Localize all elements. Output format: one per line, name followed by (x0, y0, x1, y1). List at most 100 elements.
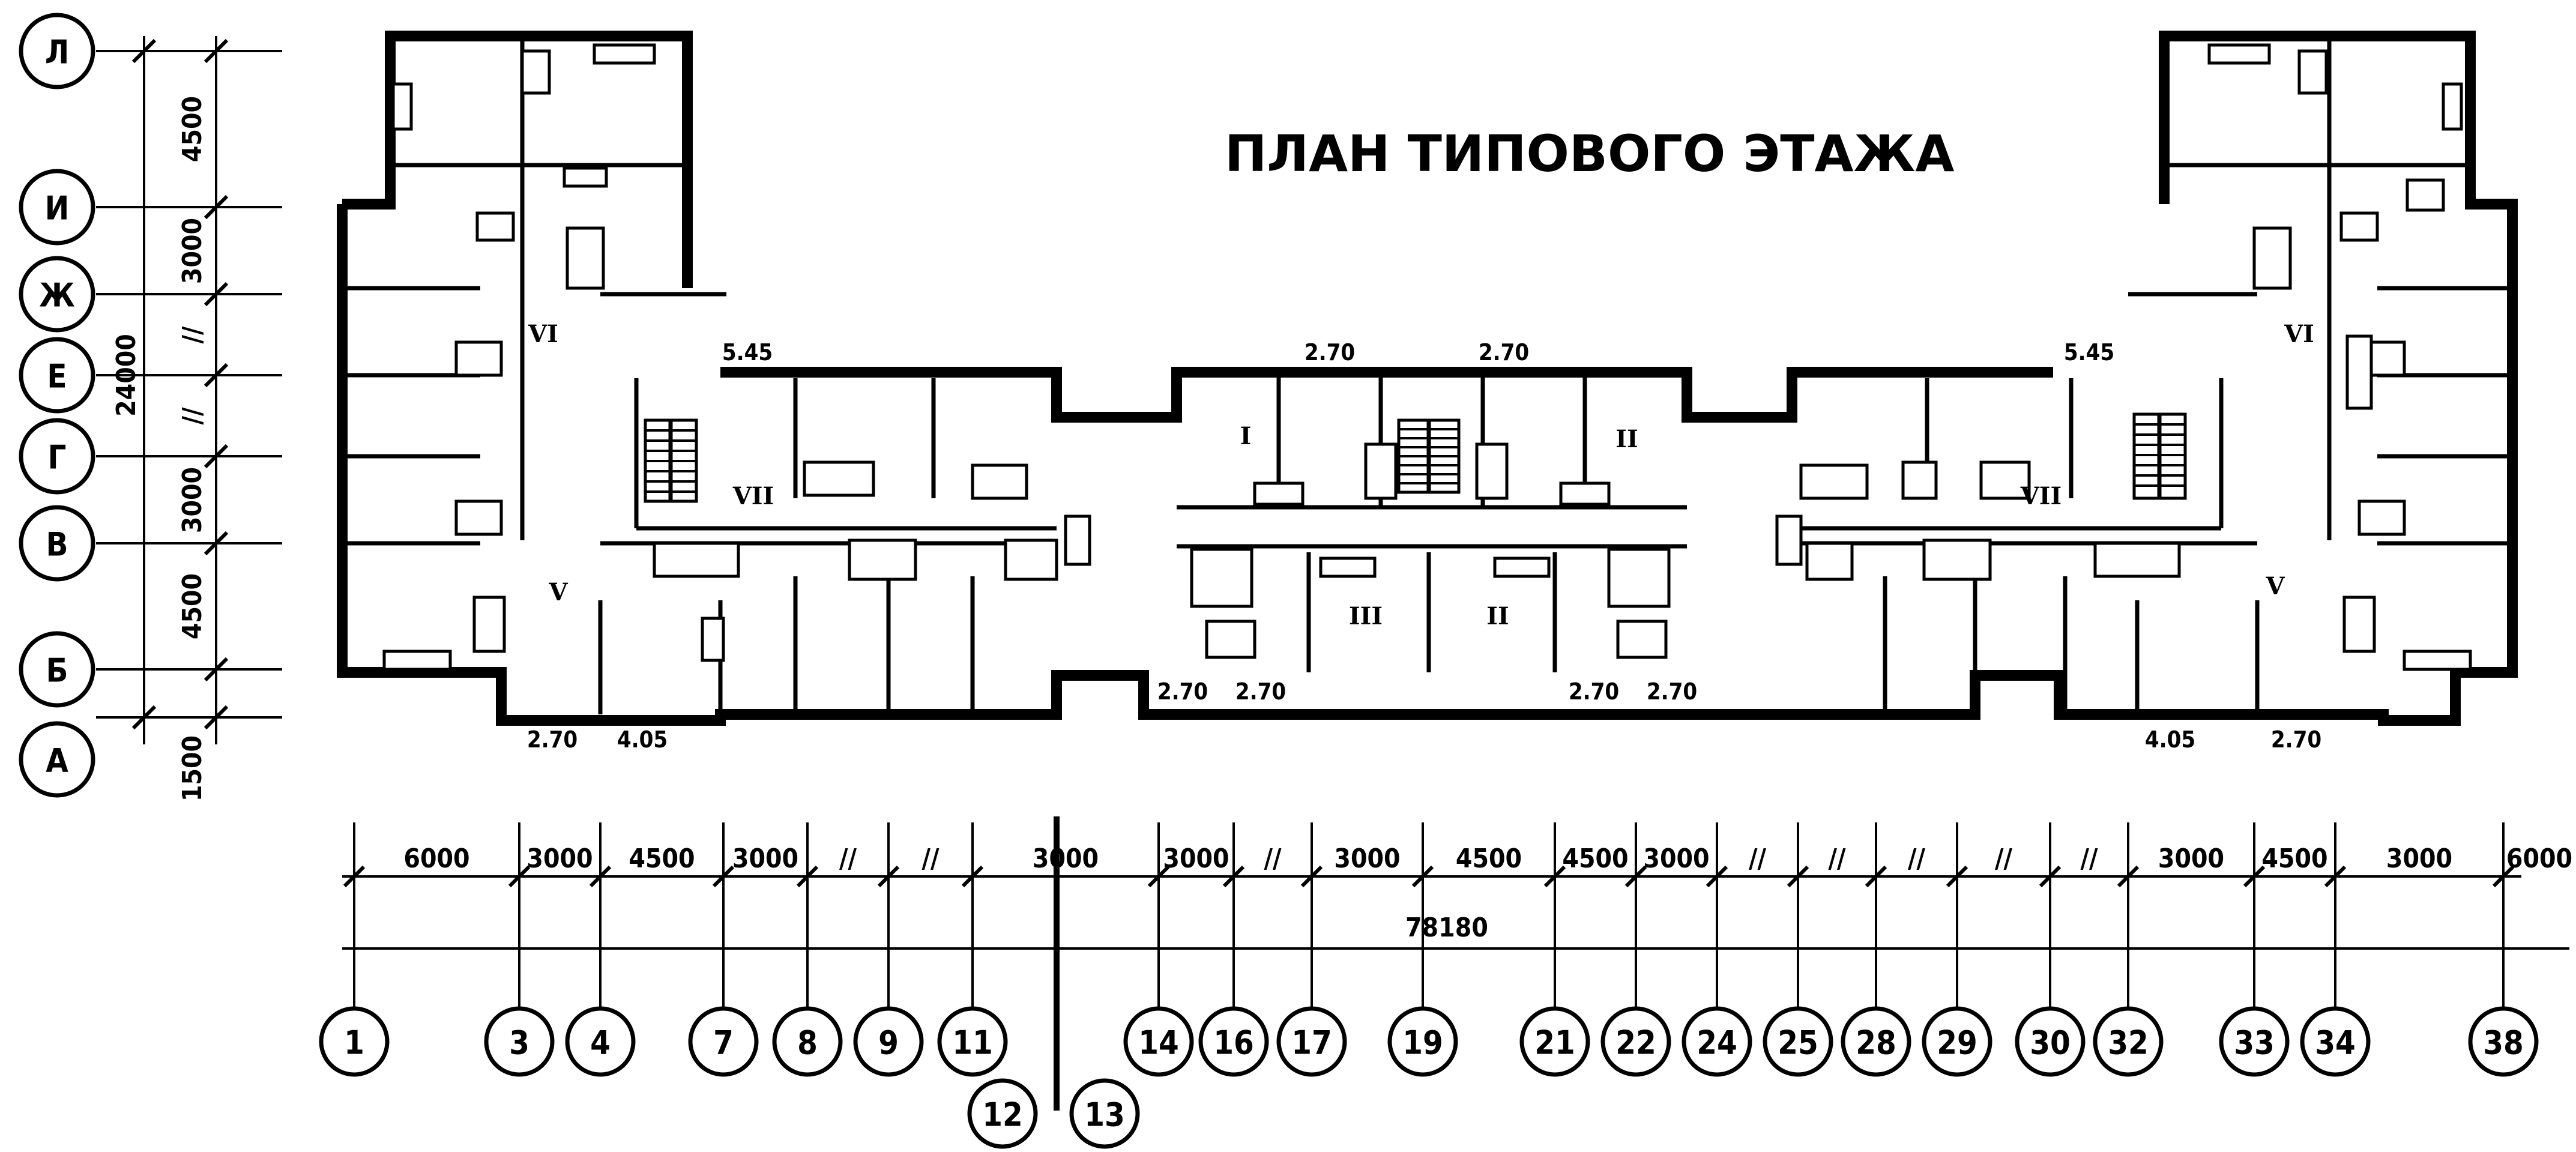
svg-text:2.70: 2.70 (1569, 678, 1619, 705)
svg-text:I: I (1240, 422, 1252, 450)
column-axis-bubble: 30 (2015, 1006, 2086, 1077)
svg-text://: // (177, 326, 208, 343)
svg-text:2.70: 2.70 (2271, 726, 2321, 753)
svg-text:22: 22 (1615, 1024, 1656, 1062)
horizontal-dimension-label: 4500 (1562, 843, 1628, 874)
svg-text:VI: VI (528, 320, 558, 348)
svg-text:Ж: Ж (39, 277, 74, 315)
column-axis-bubble: 25 (1763, 1006, 1833, 1077)
horizontal-dimension-label: 4500 (2261, 843, 2327, 874)
exterior-walls (337, 31, 2518, 726)
svg-text:2.70: 2.70 (1479, 339, 1529, 366)
svg-text:33: 33 (2234, 1024, 2275, 1062)
column-axis-bubble: 7 (688, 1006, 759, 1077)
row-axis-bubble: А (19, 721, 95, 798)
svg-text:12: 12 (982, 1096, 1023, 1134)
svg-text:32: 32 (2108, 1024, 2149, 1062)
svg-text:1500: 1500 (177, 735, 208, 801)
row-axis-bubble: Л (19, 13, 95, 89)
column-axis-bubble: 32 (2093, 1006, 2164, 1077)
dimension-tick (508, 865, 531, 888)
section-marks: VI VII V I II III II VI VII V (528, 320, 2314, 630)
svg-text:16: 16 (1213, 1024, 1254, 1062)
drawing-title: ПЛАН ТИПОВОГО ЭТАЖА (1225, 124, 1954, 183)
svg-text:2.70: 2.70 (1647, 678, 1697, 705)
svg-text:5.45: 5.45 (2064, 339, 2114, 366)
room-dimension-tags: 5.45 2.70 2.70 5.45 2.70 4.05 2.70 2.70 … (527, 339, 2321, 753)
horizontal-dimension-label: 3000 (2158, 843, 2224, 874)
svg-text:И: И (45, 190, 70, 228)
svg-text:5.45: 5.45 (722, 339, 773, 366)
dimension-tick (1543, 865, 1566, 888)
column-axis-bubble: 16 (1198, 1006, 1269, 1077)
row-axis-bubble: Г (19, 418, 95, 495)
svg-text:7: 7 (713, 1024, 734, 1062)
row-axis-bubbles: Л И Ж Е Г В Б А (19, 13, 95, 798)
dimension-tick (712, 865, 735, 888)
svg-text:21: 21 (1534, 1024, 1575, 1062)
column-axis-bubble: 38 (2468, 1006, 2539, 1077)
svg-text:24: 24 (1697, 1024, 1737, 1062)
svg-text:30: 30 (2030, 1024, 2071, 1062)
dimension-tick (343, 865, 366, 888)
column-axis-lines (343, 822, 2515, 1009)
svg-text:24000: 24000 (111, 334, 142, 417)
svg-text:3000: 3000 (177, 218, 208, 284)
dimension-tick (2324, 865, 2347, 888)
dimension-tick (589, 865, 612, 888)
dimension-tick (1946, 865, 1968, 888)
svg-text://: // (177, 407, 208, 424)
svg-text:2.70: 2.70 (1157, 678, 1208, 705)
column-axis-bubble: 33 (2219, 1006, 2290, 1077)
dimension-tick (796, 865, 819, 888)
svg-text:3: 3 (509, 1024, 529, 1062)
row-axis-bubble: И (19, 169, 95, 246)
dimension-tick (1300, 865, 1323, 888)
horizontal-dimension-label: 3000 (1033, 843, 1099, 874)
dimension-tick (1624, 865, 1647, 888)
horizontal-dimension-label: 3000 (2386, 843, 2452, 874)
svg-text:Б: Б (46, 652, 68, 690)
svg-text:14: 14 (1138, 1024, 1179, 1062)
svg-text:2.70: 2.70 (1235, 678, 1286, 705)
dimension-tick (961, 865, 984, 888)
svg-text:4.05: 4.05 (2145, 726, 2195, 753)
svg-text:4: 4 (590, 1024, 611, 1062)
svg-text:28: 28 (1856, 1024, 1896, 1062)
horizontal-dimension-label: 4500 (1456, 843, 1522, 874)
svg-text:Л: Л (45, 34, 69, 71)
svg-text:25: 25 (1778, 1024, 1818, 1062)
horizontal-dimension-label: // (2081, 843, 2098, 874)
svg-text:19: 19 (1402, 1024, 1443, 1062)
horizontal-dimension-label: 3000 (526, 843, 593, 874)
svg-text:13: 13 (1084, 1096, 1125, 1134)
horizontal-dimension-label: 3000 (1643, 843, 1709, 874)
column-axis-bubble: 17 (1276, 1006, 1347, 1077)
svg-text:В: В (46, 526, 68, 564)
svg-text:V: V (548, 578, 568, 606)
dimension-tick (1865, 865, 1887, 888)
horizontal-dimension-label: // (922, 843, 940, 874)
column-axis-bubble: 34 (2300, 1006, 2371, 1077)
horizontal-dimension-label: // (1908, 843, 1925, 874)
dimension-tick (2117, 865, 2140, 888)
column-axis-bubble: 1 (319, 1006, 390, 1077)
horizontal-dimension-lines (342, 875, 2569, 950)
furniture-fixtures (382, 43, 2472, 671)
dimension-tick (877, 865, 900, 888)
svg-text:4500: 4500 (177, 96, 208, 162)
staircase-center (1397, 418, 1461, 494)
column-axis-bubble: 3 (484, 1006, 555, 1077)
dimension-tick (1147, 865, 1170, 888)
column-axis-bubble: 29 (1922, 1006, 1992, 1077)
column-axis-bubble: 19 (1387, 1006, 1458, 1077)
svg-text:1: 1 (344, 1024, 364, 1062)
staircase-left (644, 418, 698, 503)
row-axis-bubble: Б (19, 631, 95, 708)
dimension-tick (1706, 865, 1728, 888)
svg-text:Е: Е (47, 358, 67, 396)
svg-text:II: II (1615, 425, 1638, 453)
